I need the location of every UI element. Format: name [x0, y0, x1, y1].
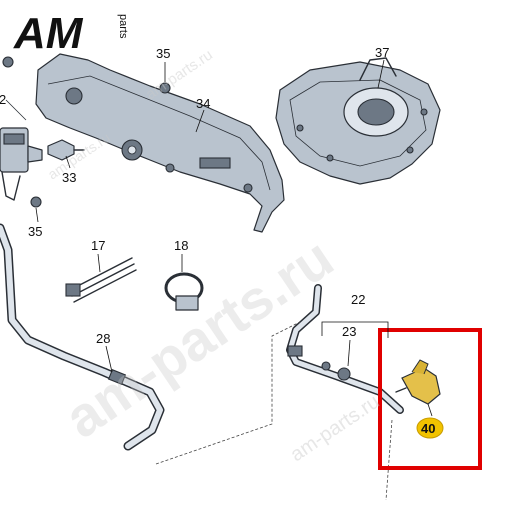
highlight-box [378, 328, 482, 470]
callout-18: 18 [174, 238, 188, 253]
logo-letters: AM [13, 9, 84, 58]
part-37-cover [275, 57, 441, 185]
callout-40-badge: 40 [416, 417, 444, 439]
callout-40: 40 [421, 421, 435, 436]
callout-leaders [35, 59, 433, 417]
callout-33: 33 [62, 170, 76, 185]
part-35-nut-bottom [30, 196, 42, 208]
callout-22: 22 [351, 292, 365, 307]
watermark-small-bottom: am-parts.ru [286, 391, 383, 466]
callout-17: 17 [91, 238, 105, 253]
watermark-small-top: am-parts.ru [143, 46, 216, 103]
assembly-leader-lines [155, 321, 393, 501]
callout-2: 2 [0, 92, 6, 107]
small-bolt-top-left [2, 56, 14, 68]
callout-35-top: 35 [156, 46, 170, 61]
part-35-nut-top [159, 82, 171, 94]
callout-23: 23 [342, 324, 356, 339]
am-parts-logo: AM parts [13, 9, 129, 58]
callout-37: 37 [375, 45, 389, 60]
callout-28: 28 [96, 331, 110, 346]
callout-labels: 2 35 34 37 33 35 17 18 22 23 28 40 [0, 45, 444, 439]
part-2-solenoid [0, 99, 43, 201]
callout-35-bottom: 35 [28, 224, 42, 239]
part-34-bracket [35, 53, 285, 233]
part-17-cable-ties [65, 257, 137, 303]
part-18-clamp [164, 272, 204, 311]
part-33-fitting [47, 139, 85, 161]
vacuum-hose-right [286, 284, 404, 414]
callout-34: 34 [196, 96, 210, 111]
logo-side-text: parts [117, 14, 129, 39]
vacuum-hose-left [0, 223, 165, 451]
part-40-connector [395, 359, 441, 405]
